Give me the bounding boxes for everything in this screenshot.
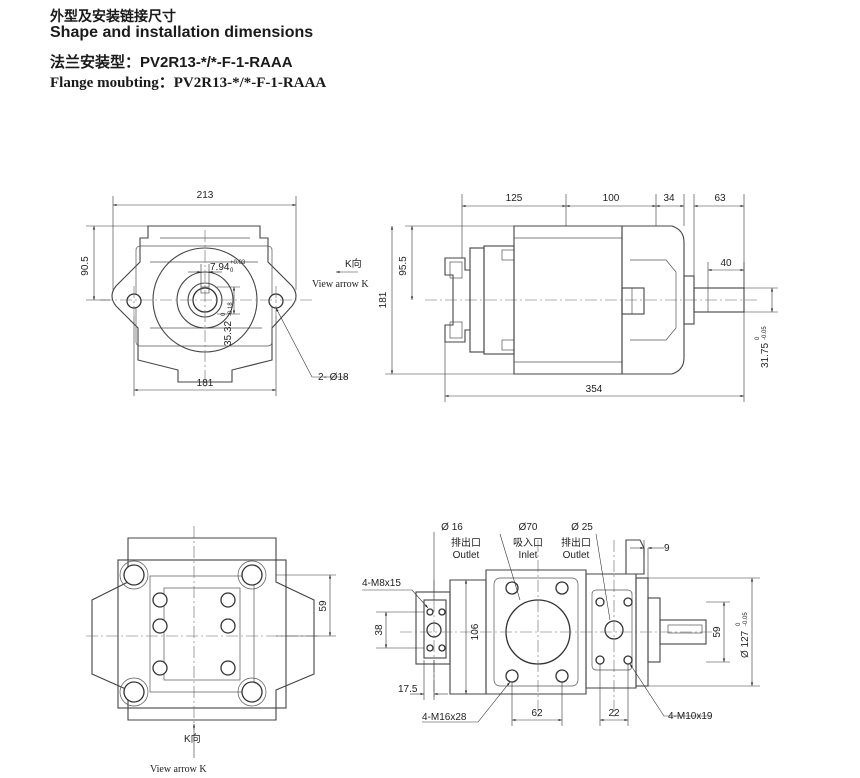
dim-354: 354: [586, 384, 603, 395]
dim-shaft-height: 35.32: [223, 321, 234, 346]
model-english: Flange moubting：PV2R13-*/*-F-1-RAAA: [50, 75, 327, 91]
front-holes-label: 2- Ø18: [318, 372, 349, 383]
title-chinese: 外型及安装链接尺寸: [50, 8, 176, 24]
dim-63: 63: [714, 193, 726, 204]
dim-40: 40: [720, 258, 732, 269]
thread-m10: 4-M10x19: [668, 711, 713, 722]
side-view: 125 100 34 63 40 95.5 181 354 31.75 0 -0…: [378, 193, 778, 402]
rear-view-arrow-label: View arrow K: [150, 764, 207, 775]
rear-view: 59 K向 View arrow K: [86, 526, 336, 775]
dim-9: 9: [664, 543, 670, 554]
port-dim-59: 59: [712, 626, 723, 638]
dim-front-height: 90.5: [80, 256, 91, 276]
inlet-en: Inlet: [519, 550, 538, 561]
dim-62: 62: [531, 708, 543, 719]
dim-106: 106: [470, 623, 481, 640]
dim-127-tol-low: -0.05: [743, 612, 749, 626]
dim-31-75: 31.75: [760, 343, 771, 368]
dim-31-75-tol-low: -0.05: [762, 326, 768, 340]
outlet1-cn: 排出口: [451, 536, 481, 549]
thread-m16: 4-M16x28: [422, 712, 467, 723]
dim-front-width: 213: [197, 190, 214, 201]
dim-22: 22: [608, 708, 620, 719]
front-k-label: K向: [345, 257, 362, 270]
rear-dim-59: 59: [318, 600, 329, 612]
model-chinese: 法兰安装型：PV2R13-*/*-F-1-RAAA: [50, 54, 293, 71]
front-view: 213 90.5 7.94 +0.03 0 35.32 0 -0.18 181 …: [80, 190, 369, 396]
dim-key-tol-up: +0.03: [230, 260, 246, 266]
front-flange-outline: [111, 225, 297, 383]
rear-k-label: K向: [184, 732, 201, 745]
front-view-arrow-label: View arrow K: [312, 279, 369, 290]
dim-bolt-span: 181: [197, 378, 214, 389]
port-view: Ø 16 排出口 Outlet Ø70 吸入口 Inlet Ø 25 排出口 O…: [362, 522, 760, 726]
outlet1-en: Outlet: [453, 550, 480, 561]
dim-17-5: 17.5: [398, 684, 418, 695]
dim-127-tol-up: 0: [736, 622, 742, 626]
dim-31-75-tol-up: 0: [755, 336, 761, 340]
dim-34: 34: [663, 193, 675, 204]
thread-m8: 4-M8x15: [362, 578, 401, 589]
dim-key-tol-low: 0: [230, 268, 234, 274]
title-english: Shape and installation dimensions: [50, 24, 314, 41]
dim-100: 100: [603, 193, 620, 204]
dim-shaft-tol-low: -0.18: [228, 302, 234, 316]
outlet1-dia: Ø 16: [441, 522, 463, 533]
dim-127: Ø 127: [740, 630, 751, 658]
outlet2-en: Outlet: [563, 550, 590, 561]
dim-95-5: 95.5: [398, 256, 409, 276]
dim-181-height: 181: [378, 291, 389, 308]
dim-38: 38: [374, 624, 385, 636]
dim-key-width: 7.94: [210, 262, 230, 273]
dim-125: 125: [506, 193, 523, 204]
inlet-cn: 吸入口: [513, 538, 543, 549]
dim-shaft-tol-up: 0: [221, 312, 227, 316]
inlet-dia: Ø70: [519, 522, 538, 533]
outlet2-cn: 排出口: [561, 536, 591, 549]
outlet2-dia: Ø 25: [571, 522, 593, 533]
